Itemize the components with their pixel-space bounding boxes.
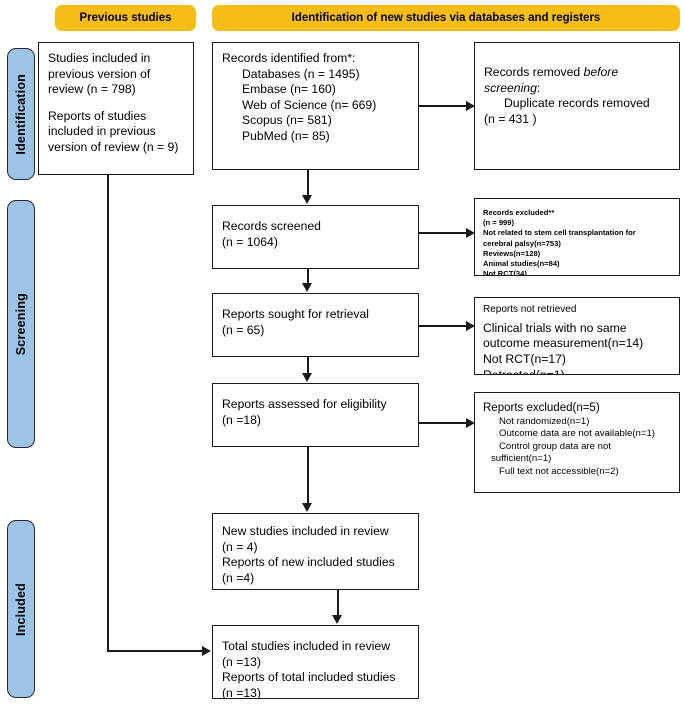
stage-label-identification: Identification bbox=[14, 73, 28, 155]
records-identified-item-scopus: Scopus (n= 581) bbox=[242, 113, 332, 128]
connector-identified-to-screened bbox=[307, 170, 309, 196]
total-studies-line-3: Reports of total included studies bbox=[222, 670, 396, 685]
records-identified-item-web-of-science: Web of Science (n= 669) bbox=[242, 97, 377, 112]
records-identified-item-databases: Databases (n = 1495) bbox=[242, 66, 360, 81]
banner-previous-studies: Previous studies bbox=[55, 5, 196, 31]
previous-studies-spacer bbox=[48, 98, 184, 109]
arrowhead-identified-to-screened bbox=[302, 195, 312, 204]
records-screened-line-1: Records screened bbox=[222, 219, 321, 233]
records-excluded-line-3: Not related to stem cell transplantation… bbox=[483, 228, 636, 238]
records-excluded-line-7: Not RCT(34) bbox=[483, 269, 527, 276]
arrowhead-new-to-total-studies bbox=[332, 615, 342, 624]
reports-assessed-line-1: Reports assessed for eligibility bbox=[222, 397, 387, 411]
box-reports-sought: Reports sought for retrieval (n = 65) bbox=[212, 293, 419, 357]
previous-studies-line-4: Reports of studies bbox=[48, 108, 147, 123]
records-removed-item-duplicate: Duplicate records removed bbox=[504, 96, 650, 111]
previous-studies-line-5: included in previous bbox=[48, 124, 156, 139]
records-removed-line-2: screening: bbox=[484, 81, 670, 97]
records-excluded-line-4: cerebral palsy(n=753) bbox=[483, 238, 561, 248]
box-records-identified: Records identified from*: Databases (n =… bbox=[212, 42, 419, 170]
arrowhead-sought-to-assessed bbox=[302, 373, 312, 382]
box-reports-excluded: Reports excluded(n=5) Not randomized(n=1… bbox=[474, 392, 680, 493]
stage-bar-screening: Screening bbox=[7, 200, 35, 448]
records-screened-line-2: (n = 1064) bbox=[222, 234, 278, 249]
records-removed-screening-emphasis: screening bbox=[484, 80, 537, 95]
connector-sought-to-not-retrieved bbox=[419, 325, 467, 327]
connector-identified-to-removed bbox=[419, 105, 467, 107]
records-excluded-line-2: (n = 999) bbox=[483, 218, 515, 228]
stage-bar-identification: Identification bbox=[7, 48, 35, 180]
reports-excluded-item-3: Control group data are not bbox=[499, 440, 612, 452]
reports-sought-line-1: Reports sought for retrieval bbox=[222, 307, 369, 321]
records-excluded-line-5: Reviews(n=128) bbox=[483, 248, 541, 258]
arrowhead-previous-to-total-studies bbox=[202, 646, 211, 656]
arrowhead-screened-to-sought bbox=[302, 283, 312, 292]
records-identified-header: Records identified from*: bbox=[222, 51, 356, 65]
box-records-removed: Records removed before screening: Duplic… bbox=[474, 42, 680, 170]
records-removed-line-1-text: Records removed bbox=[484, 65, 584, 79]
reports-not-retrieved-item-2: Not RCT(n=17) bbox=[483, 352, 566, 367]
box-reports-not-retrieved: Reports not retrieved Clinical trials wi… bbox=[474, 297, 680, 375]
new-studies-line-3: Reports of new included studies bbox=[222, 555, 395, 570]
banner-identification-new-studies: Identification of new studies via databa… bbox=[212, 5, 680, 31]
connector-new-to-total-studies bbox=[337, 590, 339, 616]
records-excluded-line-1: Records excluded** bbox=[483, 208, 555, 217]
box-total-studies-included: Total studies included in review (n =13)… bbox=[212, 625, 419, 699]
box-new-studies-included: New studies included in review (n = 4) R… bbox=[212, 513, 419, 590]
connector-screened-to-excluded bbox=[419, 232, 467, 234]
box-reports-assessed: Reports assessed for eligibility (n =18) bbox=[212, 383, 419, 447]
previous-studies-line-1: Studies included in bbox=[48, 51, 151, 65]
records-removed-line-2-colon: : bbox=[536, 80, 541, 95]
reports-excluded-item-4: sufficient(n=1) bbox=[491, 453, 552, 465]
connector-screened-to-sought bbox=[307, 269, 309, 284]
records-removed-before-emphasis: before bbox=[583, 65, 619, 79]
arrowhead-assessed-to-excluded bbox=[466, 418, 475, 428]
stage-label-included: Included bbox=[14, 582, 28, 636]
records-excluded-line-6: Animal studies(n=84) bbox=[483, 258, 560, 268]
previous-studies-line-3: review (n = 798) bbox=[48, 82, 136, 97]
records-identified-item-embase: Embase (n= 160) bbox=[242, 82, 336, 97]
arrowhead-assessed-to-new-studies bbox=[302, 503, 312, 512]
reports-excluded-header: Reports excluded(n=5) bbox=[483, 402, 600, 414]
connector-sought-to-assessed bbox=[307, 357, 309, 374]
records-identified-item-pubmed: PubMed (n= 85) bbox=[242, 129, 330, 144]
total-studies-line-2: (n =13) bbox=[222, 654, 261, 669]
new-studies-line-2: (n = 4) bbox=[222, 539, 258, 554]
stage-bar-included: Included bbox=[7, 520, 35, 698]
reports-not-retrieved-header: Reports not retrieved bbox=[483, 304, 577, 315]
reports-sought-line-2: (n = 65) bbox=[222, 322, 265, 337]
connector-previous-studies-vertical bbox=[107, 175, 109, 651]
box-records-excluded: Records excluded** (n = 999) Not related… bbox=[474, 198, 680, 276]
total-studies-line-1: Total studies included in review bbox=[222, 639, 391, 653]
new-studies-line-4: (n =4) bbox=[222, 570, 255, 585]
reports-excluded-item-2: Outcome data are not available(n=1) bbox=[499, 428, 655, 440]
stage-label-screening: Screening bbox=[14, 292, 28, 356]
arrowhead-screened-to-excluded bbox=[466, 228, 475, 238]
reports-assessed-line-2: (n =18) bbox=[222, 412, 261, 427]
new-studies-line-1: New studies included in review bbox=[222, 524, 389, 538]
box-records-screened: Records screened (n = 1064) bbox=[212, 205, 419, 269]
total-studies-line-4: (n =13) bbox=[222, 685, 261, 699]
reports-excluded-item-5: Full text not accessible(n=2) bbox=[499, 465, 619, 477]
banner-identification-new-studies-label: Identification of new studies via databa… bbox=[291, 12, 601, 24]
reports-not-retrieved-item-1: Clinical trials with no same outcome mea… bbox=[483, 320, 644, 351]
arrowhead-identified-to-removed bbox=[466, 101, 475, 111]
previous-studies-line-2: previous version of bbox=[48, 66, 151, 81]
arrowhead-sought-to-not-retrieved bbox=[466, 321, 475, 331]
previous-studies-line-6: version of review (n = 9) bbox=[48, 140, 179, 155]
records-removed-item-count: (n = 431 ) bbox=[484, 111, 537, 126]
reports-not-retrieved-item-3: Retracted(n=1) bbox=[483, 367, 565, 375]
box-previous-studies: Studies included in previous version of … bbox=[38, 42, 194, 175]
connector-assessed-to-new-studies bbox=[307, 447, 309, 504]
banner-previous-studies-label: Previous studies bbox=[79, 12, 172, 24]
connector-assessed-to-excluded bbox=[419, 422, 467, 424]
records-removed-line-1: Records removed before bbox=[484, 65, 670, 81]
connector-previous-studies-horizontal bbox=[107, 650, 203, 652]
reports-excluded-item-1: Not randomized(n=1) bbox=[499, 415, 590, 427]
